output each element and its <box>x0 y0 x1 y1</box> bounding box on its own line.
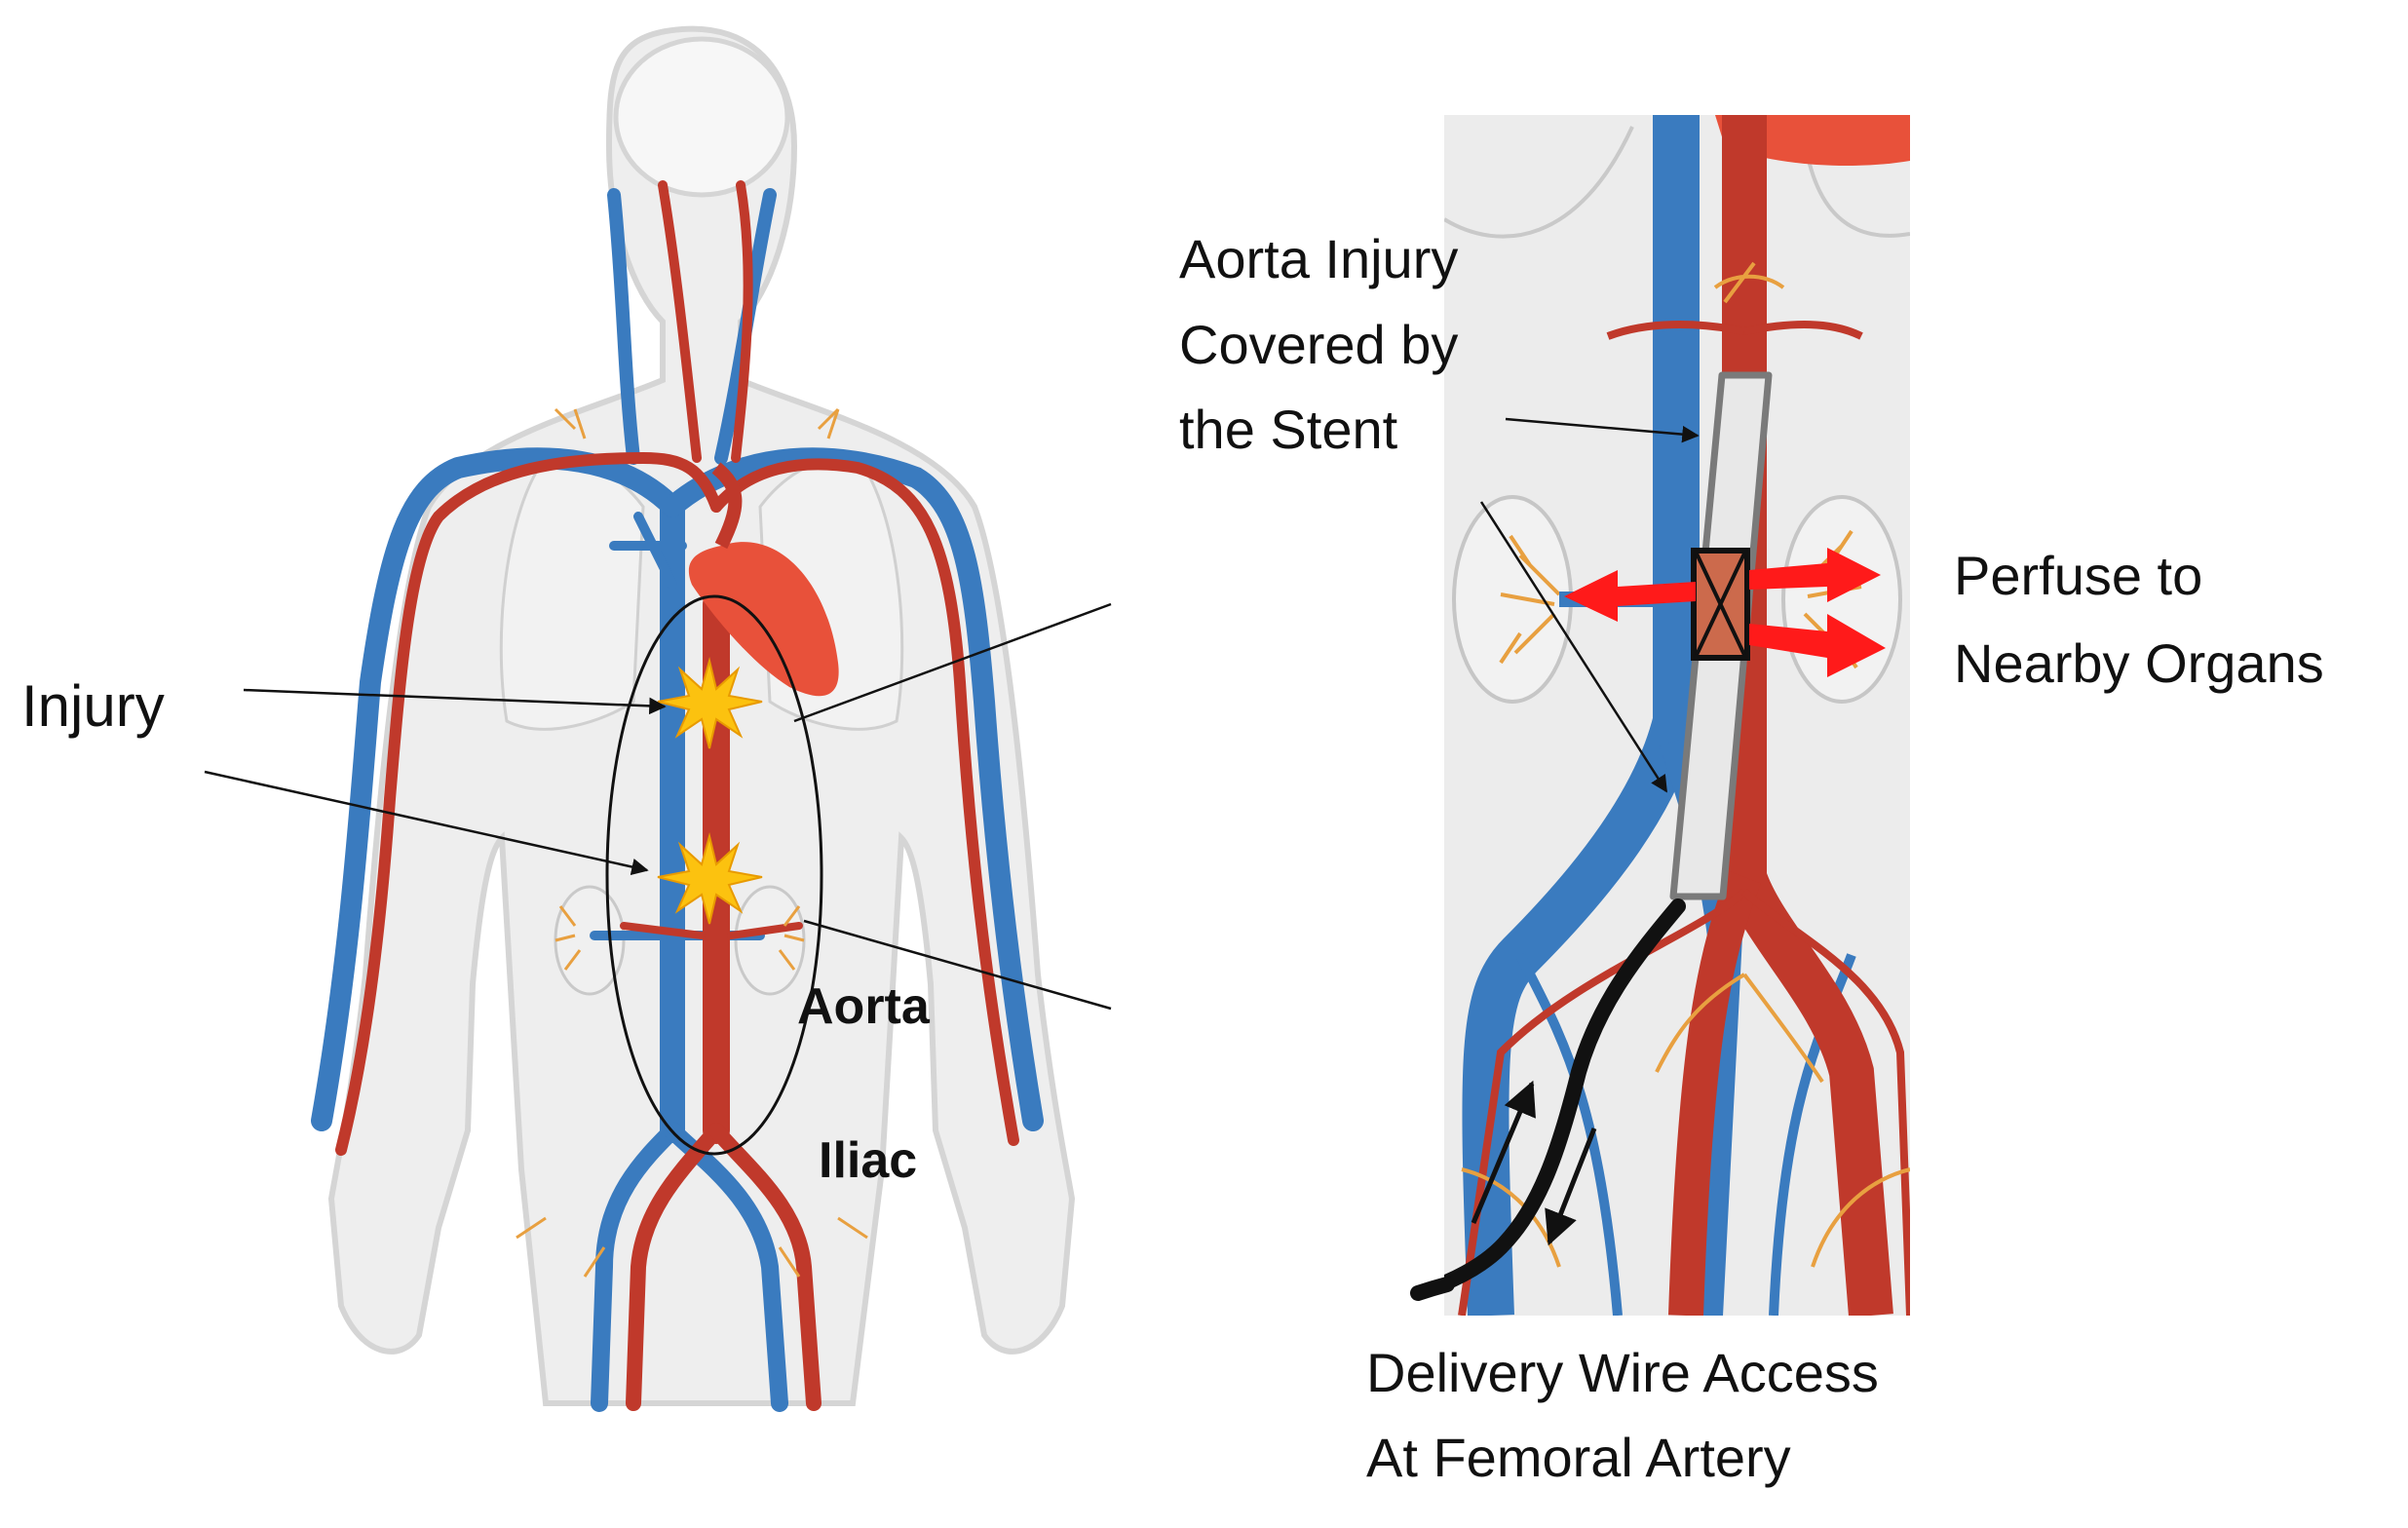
zoom-panel <box>1444 115 1910 1316</box>
injury-label: Injury <box>21 673 165 739</box>
aorta-injury-pointer-lower <box>1479 501 1668 793</box>
delivery-label-line1: Delivery Wire Access <box>1366 1342 1879 1403</box>
perfusion-arrows <box>1564 548 1886 677</box>
zoom-line-bottom <box>803 919 1112 1011</box>
right-kidney-zoom <box>1781 495 1902 704</box>
left-kidney-zoom <box>1452 495 1573 704</box>
iliac-label: Iliac <box>819 1132 917 1189</box>
aorta-label: Aorta <box>797 978 931 1035</box>
aorta-injury-label-line1: Aorta Injury <box>1179 228 1458 289</box>
brain <box>613 36 790 198</box>
delivery-wire-tail <box>1410 1277 1455 1301</box>
zoom-line-top <box>793 602 1112 723</box>
perfusion-arrow-right-lower <box>1749 614 1886 677</box>
crossed-box-icon <box>1691 548 1750 661</box>
starburst-icon <box>657 832 763 925</box>
wire-advance-arrow <box>1471 1080 1536 1224</box>
aorta-highlight-ellipse <box>605 594 823 1156</box>
venous-system <box>311 188 1044 1412</box>
delivery-wire <box>1444 898 1686 1292</box>
starburst-icon <box>657 657 763 749</box>
delivery-wire-label: Delivery Wire Access At Femoral Artery <box>1366 1342 1879 1488</box>
perfuse-label-line1: Perfuse to <box>1954 545 2202 606</box>
heart <box>688 542 839 697</box>
delivery-label-line2: At Femoral Artery <box>1366 1427 1791 1488</box>
perfuse-label: Perfuse to Nearby Organs <box>1954 545 2324 694</box>
aorta-injury-pointer <box>1505 417 1700 443</box>
perfusion-arrow-right-upper <box>1749 548 1881 602</box>
injury-arrow-lower <box>204 770 649 876</box>
perfuse-label-line2: Nearby Organs <box>1954 632 2324 694</box>
aorta-injury-label-line3: the Stent <box>1179 399 1398 460</box>
aorta-injury-label-line2: Covered by <box>1179 314 1458 375</box>
perfusion-arrow-left <box>1564 570 1696 622</box>
capillaries <box>516 407 868 1278</box>
aorta-injury-label: Aorta Injury Covered by the Stent <box>1179 228 1458 460</box>
injury-arrow-upper <box>243 688 667 715</box>
body-figure <box>204 25 1112 1412</box>
wire-retract-arrow <box>1545 1127 1597 1246</box>
